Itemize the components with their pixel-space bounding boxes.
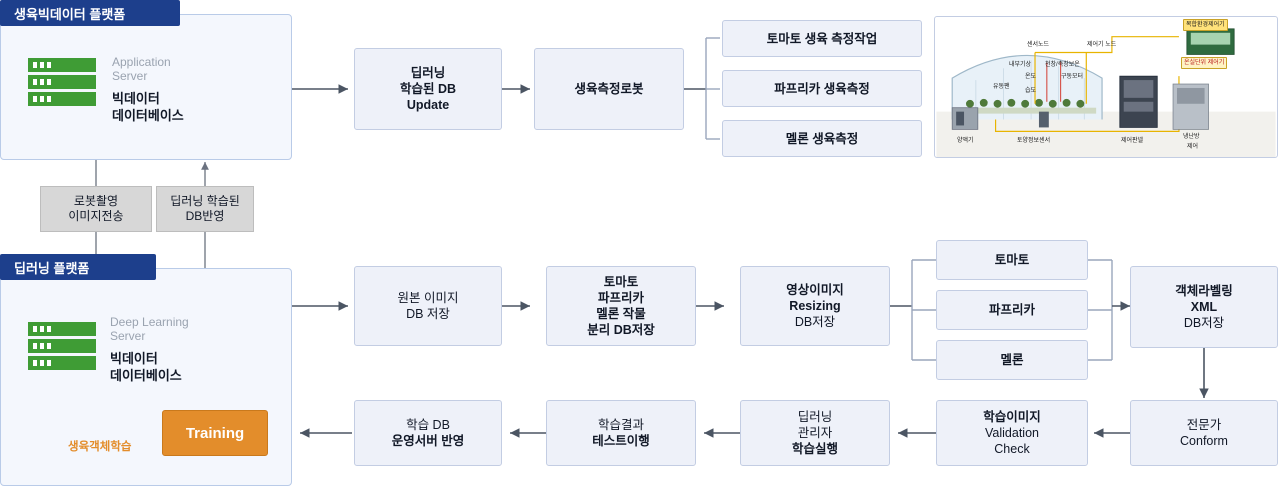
gh-label-7: 습도 — [1025, 88, 1037, 94]
note-1-line1: 딥러닝 학습된 — [170, 194, 240, 208]
greenhouse-illustration — [936, 17, 1276, 157]
top-platform-title-label: 생육빅데이터 플랫폼 — [14, 6, 126, 22]
crop-branch-0-label: 토마토 — [994, 253, 1030, 267]
gh-label-4: 유동팬 — [993, 84, 1010, 90]
box-object-labeling-xml[interactable]: 객체라벨링 XML DB저장 — [1130, 266, 1278, 348]
gh-label-11: 냉난방 — [1183, 134, 1200, 140]
box-train-result-test[interactable]: 학습결과 테스트이행 — [546, 400, 696, 466]
box-original-image-db[interactable]: 원본 이미지 DB 저장 — [354, 266, 502, 346]
note-0-line2: 이미지전송 — [68, 209, 124, 223]
box-growth-robot-label: 생육측정로봇 — [574, 82, 644, 96]
bottom-server-icon — [28, 322, 96, 370]
row1-0-line2: DB 저장 — [406, 307, 450, 321]
bottom-server-text: Deep Learning Server 빅데이터 데이터베이스 — [110, 315, 290, 384]
box-crop-tomato[interactable]: 토마토 — [936, 240, 1088, 280]
row1-2-line1: 영상이미지 — [786, 283, 844, 297]
top-platform-title: 생육빅데이터 플랫폼 — [0, 0, 180, 26]
top-server-name-line1: 빅데이터 — [112, 91, 160, 106]
note-db-reflect: 딥러닝 학습된 DB반영 — [156, 186, 254, 232]
gh-label-3: 천창/측창보온 — [1045, 62, 1080, 68]
greenhouse-label-layer: 센서노드 제어기 노드 내부기상 천창/측창보온 유동팬 온도 구동모터 습도 … — [935, 17, 1277, 157]
gh-label-2: 내부기상 — [1009, 62, 1032, 68]
box-dl-update-line2: 학습된 DB — [399, 82, 457, 96]
gh-label-8: 양액기 — [957, 138, 974, 144]
row2-3-line1: 학습 DB — [406, 418, 450, 432]
box-crop-paprika[interactable]: 파프리카 — [936, 290, 1088, 330]
row1-1-line1: 토마토 — [603, 275, 639, 289]
row2-1-line3: 학습실행 — [791, 442, 838, 456]
bottom-server-name-line1: 빅데이터 — [110, 351, 158, 366]
note-robot-image-transfer: 로봇촬영 이미지전송 — [40, 186, 152, 232]
box-dl-admin-train-run[interactable]: 딥러닝 관리자 학습실행 — [740, 400, 890, 466]
row1-2-line2: Resizing — [789, 299, 841, 313]
row2-0-line3: Check — [994, 442, 1030, 456]
gh-chip-0: 복합환경제어기 — [1183, 19, 1228, 31]
note-1-line2: DB반영 — [185, 209, 225, 223]
box-deep-learning-db-update[interactable]: 딥러닝 학습된 DB Update — [354, 48, 502, 130]
training-box[interactable]: Training — [162, 410, 268, 456]
box-crop-melon[interactable]: 멜론 — [936, 340, 1088, 380]
xml-line3: DB저장 — [1183, 316, 1225, 330]
row1-1-line3: 멜론 작물 — [596, 307, 646, 321]
bottom-platform-title-label: 딥러닝 플랫폼 — [14, 260, 90, 276]
expert-line1: 전문가 — [1186, 418, 1222, 432]
training-caption-text: 생육객체학습 — [68, 441, 132, 453]
box-train-db-deploy[interactable]: 학습 DB 운영서버 반영 — [354, 400, 502, 466]
top-server-role-line1: Application — [112, 55, 171, 69]
top-server-icon — [28, 58, 96, 106]
row2-0-line1: 학습이미지 — [983, 410, 1041, 424]
bottom-platform-title: 딥러닝 플랫폼 — [0, 254, 156, 280]
box-paprika-growth-measure[interactable]: 파프리카 생육측정 — [722, 70, 922, 107]
row1-0-line1: 원본 이미지 — [397, 291, 459, 305]
top-server-name-line2: 데이터베이스 — [112, 108, 184, 123]
bottom-server-role-line1: Deep Learning — [110, 315, 189, 329]
crop-branch-2-label: 멜론 — [1000, 353, 1024, 367]
top-server-role-line2: Server — [112, 69, 148, 83]
gh-label-6: 구동모터 — [1061, 74, 1084, 80]
box-growth-measure-robot[interactable]: 생육측정로봇 — [534, 48, 684, 130]
box-tomato-growth-measure-task[interactable]: 토마토 생육 측정작업 — [722, 20, 922, 57]
row2-2-line2: 테스트이행 — [592, 434, 650, 448]
top-branch-2-label: 멜론 생육측정 — [785, 131, 859, 146]
top-branch-0-label: 토마토 생육 측정작업 — [766, 31, 878, 46]
row2-1-line2: 관리자 — [797, 426, 833, 440]
xml-line2: XML — [1190, 300, 1218, 314]
bottom-server-role-line2: Server — [110, 329, 146, 343]
box-dl-update-line3: Update — [406, 98, 450, 112]
training-label: Training — [185, 424, 245, 442]
gh-label-0: 센서노드 — [1027, 42, 1050, 48]
box-image-resizing-db[interactable]: 영상이미지 Resizing DB저장 — [740, 266, 890, 346]
training-caption: 생육객체학습 — [68, 438, 131, 454]
box-crop-split-db[interactable]: 토마토 파프리카 멜론 작물 분리 DB저장 — [546, 266, 696, 346]
top-branch-1-label: 파프리카 생육측정 — [774, 81, 870, 96]
bottom-server-name-line2: 데이터베이스 — [110, 368, 182, 383]
row1-1-line2: 파프리카 — [597, 291, 644, 305]
gh-label-10: 제어판넬 — [1121, 138, 1144, 144]
gh-label-5: 온도 — [1025, 74, 1037, 80]
greenhouse-diagram-panel: 센서노드 제어기 노드 내부기상 천창/측창보온 유동팬 온도 구동모터 습도 … — [934, 16, 1278, 158]
note-0-line1: 로봇촬영 — [73, 194, 119, 208]
expert-line2: Conform — [1180, 434, 1228, 448]
row2-0-line2: Validation — [985, 426, 1039, 440]
row1-2-line3: DB저장 — [794, 315, 836, 329]
row2-2-line1: 학습결과 — [597, 418, 644, 432]
row1-1-line4: 분리 DB저장 — [587, 323, 655, 337]
crop-branch-1-label: 파프리카 — [988, 303, 1035, 317]
box-expert-conform[interactable]: 전문가 Conform — [1130, 400, 1278, 466]
box-melon-growth-measure[interactable]: 멜론 생육측정 — [722, 120, 922, 157]
box-training-image-validation[interactable]: 학습이미지 Validation Check — [936, 400, 1088, 466]
gh-label-9: 토양정보센서 — [1017, 138, 1051, 144]
gh-chip-1: 온실단위 제어기 — [1181, 57, 1228, 69]
box-dl-update-line1: 딥러닝 — [410, 66, 446, 80]
top-server-text: Application Server 빅데이터 데이터베이스 — [112, 55, 282, 124]
gh-label-12: 제어 — [1187, 144, 1199, 150]
xml-line1: 객체라벨링 — [1175, 284, 1233, 298]
row2-1-line1: 딥러닝 — [797, 410, 833, 424]
row2-3-line2: 운영서버 반영 — [391, 434, 465, 448]
gh-label-1: 제어기 노드 — [1087, 42, 1117, 48]
